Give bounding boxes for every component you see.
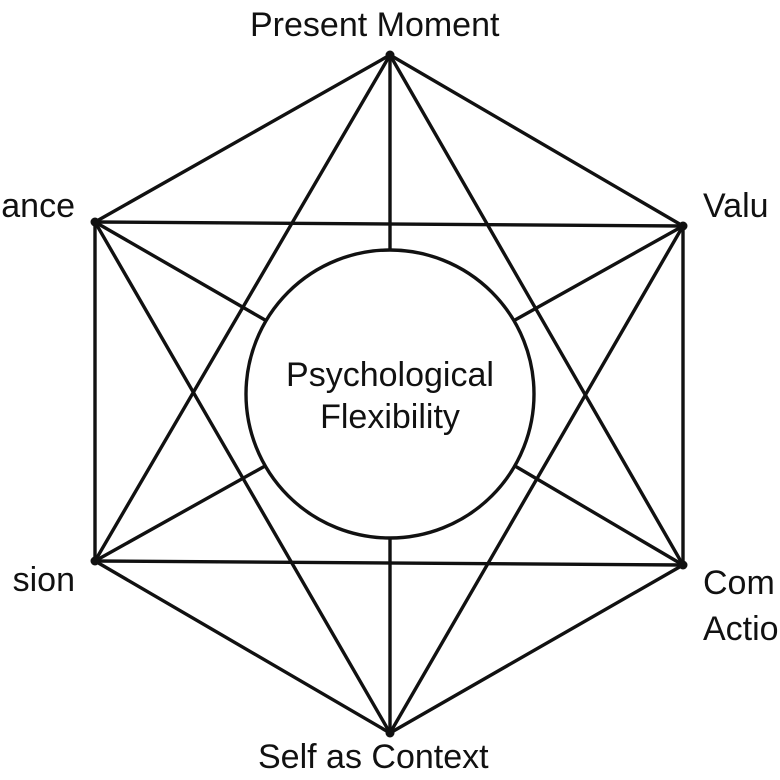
edge-top-topright [388, 53, 685, 228]
edge-bottomright-bottom [388, 563, 685, 735]
center-circle [244, 248, 536, 540]
node-label-committed-action-line1: Com [703, 564, 775, 602]
node-dot-bottomright [678, 560, 688, 570]
node-label-defusion: sion [12, 561, 75, 599]
node-label-values: Valu [703, 187, 769, 225]
node-dot-top [385, 50, 395, 60]
node-dot-topleft [90, 217, 100, 227]
spoke-bottomright [513, 464, 685, 567]
center-label-line2: Flexibility [320, 398, 460, 436]
node-label-acceptance: ance [1, 187, 75, 225]
spoke-topleft [93, 220, 267, 322]
node-label-committed-action: Com Actio [703, 560, 779, 652]
node-label-present-moment: Present Moment [250, 6, 500, 44]
node-label-self-as-context: Self as Context [258, 738, 489, 776]
center-label: Psychological Flexibility [240, 354, 540, 438]
node-dot-bottom [385, 728, 395, 738]
spoke-bottomleft [93, 464, 267, 563]
spoke-topright [513, 224, 685, 322]
node-dot-topright [678, 221, 688, 231]
edge-bottom-bottomleft [93, 559, 392, 735]
edge-top-bottomright [388, 53, 685, 567]
edge-topleft-top [93, 53, 392, 224]
node-label-committed-action-line2: Actio [703, 610, 779, 648]
node-dot-bottomleft [90, 556, 100, 566]
center-label-line1: Psychological [286, 356, 494, 394]
